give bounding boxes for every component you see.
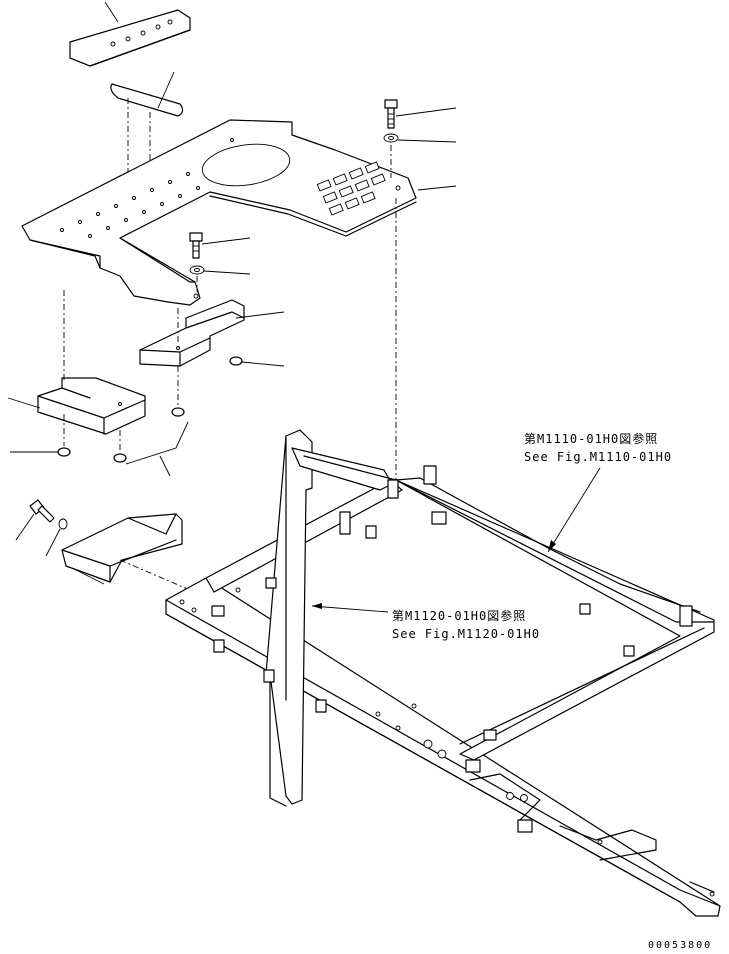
reference-1-en: See Fig.M1110-01H0 [524, 450, 672, 464]
pad-plate [69, 1, 191, 67]
rubber-block-upper [139, 299, 285, 367]
reference-2-en: See Fig.M1120-01H0 [392, 627, 540, 641]
reference-leader-1 [547, 467, 601, 553]
cap-upper [229, 356, 285, 367]
washer-left [45, 518, 68, 557]
guard-bracket [61, 513, 183, 585]
main-frame [165, 429, 721, 917]
bolt-upper [384, 99, 457, 129]
slot-grid [316, 161, 386, 216]
plate-holes [60, 138, 401, 299]
cap-mid [171, 407, 185, 417]
reference-leader-2 [311, 603, 389, 613]
reference-2-jp: 第M1120-01H0図参照 [392, 608, 526, 623]
washer-upper [383, 133, 457, 143]
bolt-left [15, 499, 55, 541]
cap-lower-left [10, 447, 71, 457]
washer-center [189, 265, 251, 275]
cap-lower-right [113, 453, 127, 463]
rubber-strip [110, 71, 184, 117]
floor-plate [21, 119, 457, 306]
rubber-block-lower [7, 377, 146, 435]
beam-holes [179, 587, 715, 897]
drawing-code: 00053800 [648, 940, 712, 951]
reference-1-jp: 第M1110-01H0図参照 [524, 431, 658, 446]
bolt-center [189, 232, 251, 259]
